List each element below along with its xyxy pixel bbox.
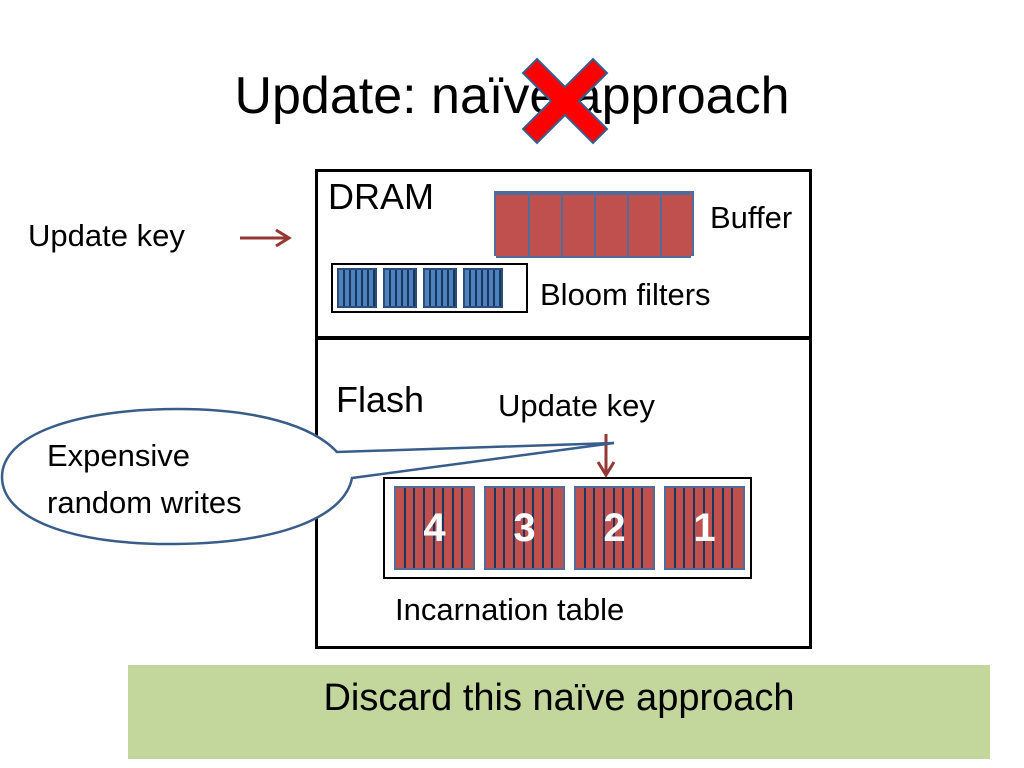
callout-line-1: Expensive <box>47 438 191 473</box>
incarnation-block: 3 <box>484 486 565 570</box>
bloom-filter-block <box>383 268 417 308</box>
buffer-cell <box>529 193 562 258</box>
bloom-filter-block <box>463 268 503 308</box>
buffer-cell <box>562 193 595 258</box>
buffer-label: Buffer <box>710 200 793 235</box>
incarnation-number: 3 <box>513 505 536 550</box>
incarnation-block: 1 <box>664 486 745 570</box>
buffer-cell <box>628 193 661 258</box>
callout-bubble <box>0 407 615 546</box>
bloom-filters <box>331 263 528 313</box>
down-arrow-icon <box>596 434 616 478</box>
slide-title: Update: naïve approach <box>234 67 790 125</box>
bloom-filter-block <box>423 268 457 308</box>
flash-update-key-label: Update key <box>498 388 655 423</box>
incarnation-table: 4 3 2 1 <box>383 477 752 579</box>
incoming-update-key-label: Update key <box>28 218 185 253</box>
conclusion-banner <box>128 665 990 759</box>
incarnation-block: 2 <box>574 486 655 570</box>
red-x-icon <box>521 57 609 145</box>
buffer-cell <box>595 193 628 258</box>
callout-line-2: random writes <box>47 485 242 520</box>
incarnation-number: 4 <box>423 505 446 550</box>
buffer-cell <box>661 193 691 258</box>
bloom-filters-label: Bloom filters <box>540 277 711 312</box>
incarnation-block: 4 <box>394 486 475 570</box>
incarnation-table-label: Incarnation table <box>395 592 625 627</box>
bloom-filter-block <box>337 268 377 308</box>
conclusion-text: Discard this naïve approach <box>323 677 795 719</box>
incarnation-number: 1 <box>693 505 716 550</box>
buffer <box>494 191 694 258</box>
buffer-cell <box>496 193 529 258</box>
right-arrow-icon <box>240 228 292 248</box>
incarnation-number: 2 <box>603 505 626 550</box>
flash-label: Flash <box>336 379 425 420</box>
dram-label: DRAM <box>328 176 434 217</box>
